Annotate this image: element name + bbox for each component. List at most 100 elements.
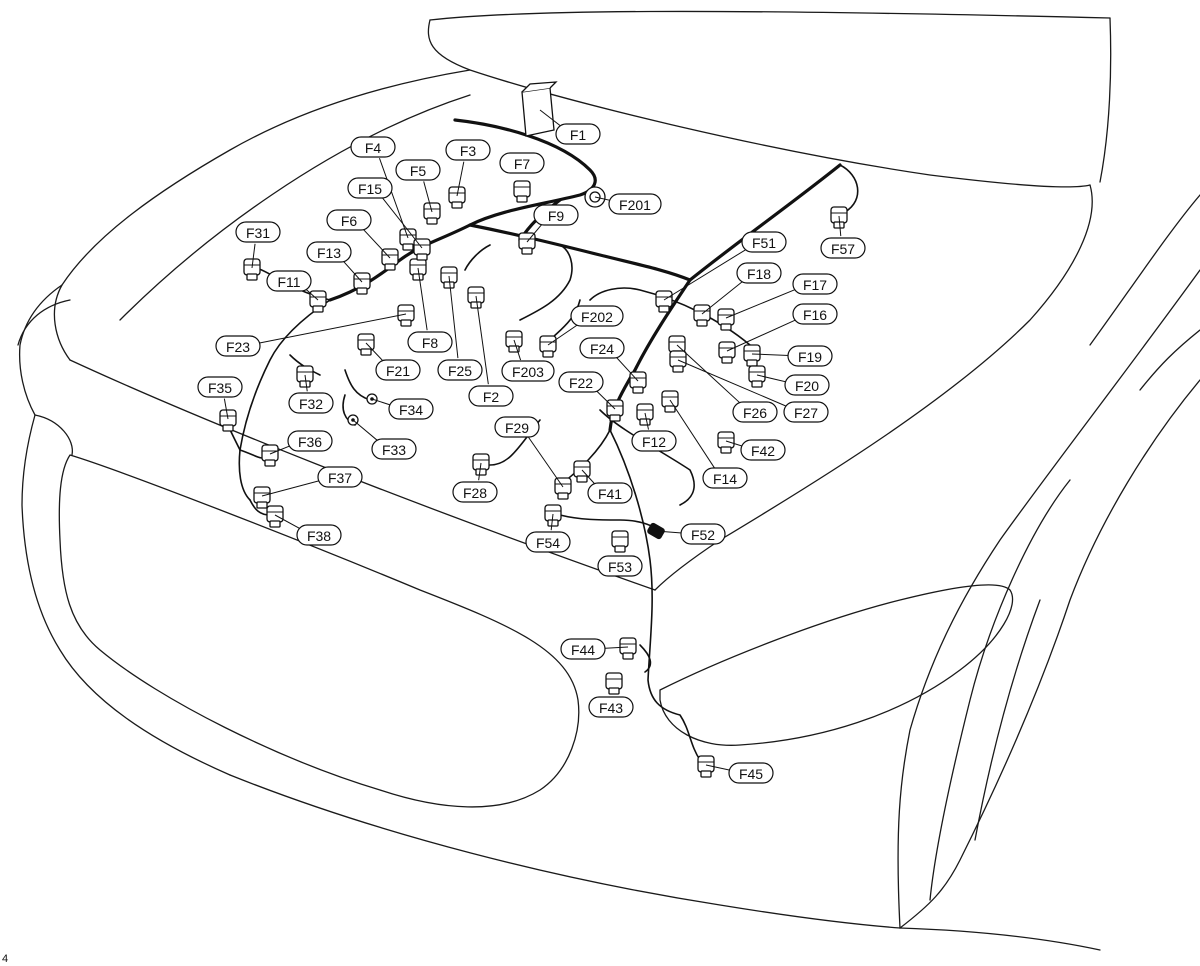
label-f20: F20 bbox=[784, 374, 830, 396]
leader-f20 bbox=[756, 374, 790, 384]
label-text-f35: F35 bbox=[208, 380, 232, 396]
leader-f45 bbox=[705, 764, 734, 772]
leader-f24 bbox=[614, 355, 639, 382]
leader-f1 bbox=[539, 109, 564, 128]
label-f16: F16 bbox=[792, 303, 838, 325]
label-text-f33: F33 bbox=[382, 442, 406, 458]
connector-f27 bbox=[669, 350, 687, 373]
label-f13: F13 bbox=[306, 241, 352, 263]
connector-f5 bbox=[423, 202, 441, 225]
label-f4: F4 bbox=[350, 136, 396, 158]
leader-f203 bbox=[513, 339, 522, 361]
leader-f13 bbox=[341, 259, 363, 283]
label-text-f16: F16 bbox=[803, 307, 827, 323]
connector-f42 bbox=[717, 431, 735, 454]
label-text-f34: F34 bbox=[399, 402, 423, 418]
label-f15: F15 bbox=[347, 177, 393, 199]
label-f44: F44 bbox=[560, 638, 606, 660]
label-f201: F201 bbox=[608, 193, 662, 215]
connector-f43 bbox=[605, 672, 623, 695]
leader-f27 bbox=[677, 359, 790, 408]
connector-f7 bbox=[513, 180, 531, 203]
connector-f23 bbox=[397, 304, 415, 327]
connector-f54 bbox=[544, 504, 562, 527]
leader-f57 bbox=[838, 215, 842, 237]
leader-f2 bbox=[475, 295, 489, 385]
connector-f35 bbox=[219, 409, 237, 432]
label-text-f28: F28 bbox=[463, 485, 487, 501]
connector-f22 bbox=[606, 399, 624, 422]
label-text-f26: F26 bbox=[743, 405, 767, 421]
label-f18: F18 bbox=[736, 262, 782, 284]
connector-f2 bbox=[467, 286, 485, 309]
label-f29: F29 bbox=[494, 416, 540, 438]
label-text-f36: F36 bbox=[298, 434, 322, 450]
connector-f11 bbox=[309, 290, 327, 313]
label-f25: F25 bbox=[437, 359, 483, 381]
leader-f51 bbox=[663, 247, 749, 301]
label-text-f44: F44 bbox=[571, 642, 595, 658]
connector-f28 bbox=[472, 453, 490, 476]
label-text-f1: F1 bbox=[570, 127, 587, 143]
label-text-f9: F9 bbox=[548, 208, 565, 224]
leader-f21 bbox=[365, 342, 385, 363]
label-f3: F3 bbox=[445, 139, 491, 161]
leader-lines bbox=[223, 109, 842, 772]
connector-f9 bbox=[518, 232, 536, 255]
leader-f23 bbox=[255, 313, 407, 345]
connector-f37 bbox=[253, 486, 271, 509]
connector-f203 bbox=[505, 330, 523, 353]
label-text-f25: F25 bbox=[448, 363, 472, 379]
connector-f44 bbox=[619, 637, 637, 660]
label-text-f8: F8 bbox=[422, 335, 439, 351]
label-text-f201: F201 bbox=[619, 197, 651, 213]
leader-f202 bbox=[547, 321, 582, 346]
connector-f14 bbox=[661, 390, 679, 413]
label-text-f202: F202 bbox=[581, 309, 613, 325]
leader-f15 bbox=[381, 196, 423, 249]
label-f23: F23 bbox=[215, 335, 261, 357]
connector-f19 bbox=[743, 344, 761, 367]
label-f31: F31 bbox=[235, 221, 281, 243]
label-text-f17: F17 bbox=[803, 277, 827, 293]
label-text-f53: F53 bbox=[608, 559, 632, 575]
leader-f31 bbox=[251, 243, 256, 269]
connector-f18 bbox=[693, 304, 711, 327]
leader-f22 bbox=[594, 389, 616, 410]
connector-f53 bbox=[611, 530, 629, 553]
label-f33: F33 bbox=[371, 438, 417, 460]
label-f42: F42 bbox=[740, 439, 786, 461]
label-text-f12: F12 bbox=[642, 434, 666, 450]
label-f45: F45 bbox=[728, 762, 774, 784]
label-text-f52: F52 bbox=[691, 527, 715, 543]
label-text-f38: F38 bbox=[307, 528, 331, 544]
label-text-f27: F27 bbox=[794, 405, 818, 421]
label-f24: F24 bbox=[579, 337, 625, 359]
connector-f36 bbox=[261, 444, 279, 467]
connector-f3 bbox=[448, 186, 466, 209]
connectors bbox=[219, 81, 848, 778]
label-f202: F202 bbox=[570, 305, 624, 327]
leader-f32 bbox=[304, 374, 308, 392]
leader-f19 bbox=[751, 353, 793, 357]
label-text-f5: F5 bbox=[410, 163, 427, 179]
label-f34: F34 bbox=[388, 398, 434, 420]
connector-f15 bbox=[413, 238, 431, 261]
label-text-f203: F203 bbox=[512, 364, 544, 380]
label-f22: F22 bbox=[558, 371, 604, 393]
leader-f9 bbox=[526, 222, 544, 243]
label-f54: F54 bbox=[525, 531, 571, 553]
label-f57: F57 bbox=[820, 237, 866, 259]
label-text-f11: F11 bbox=[277, 274, 300, 290]
connector-f202 bbox=[539, 335, 557, 358]
leader-f54 bbox=[550, 513, 554, 531]
label-f28: F28 bbox=[452, 481, 498, 503]
connector-f12 bbox=[636, 403, 654, 426]
label-text-f42: F42 bbox=[751, 443, 775, 459]
label-text-f3: F3 bbox=[460, 143, 477, 159]
connector-f16 bbox=[718, 341, 736, 364]
label-f203: F203 bbox=[501, 360, 555, 382]
label-f37: F37 bbox=[317, 466, 363, 488]
label-f2: F2 bbox=[468, 385, 514, 407]
